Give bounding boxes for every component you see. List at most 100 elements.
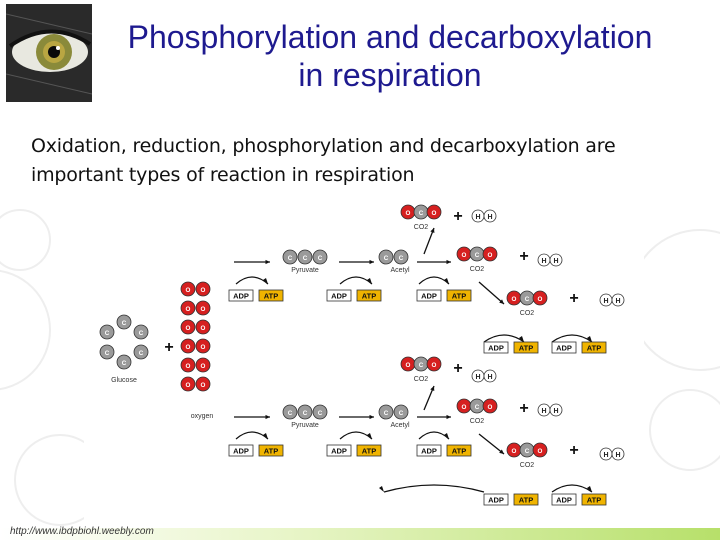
hydrogen-atom-symbol: H	[603, 452, 608, 459]
hydrogen-atom-symbol: H	[541, 258, 546, 265]
oxygen-atom-symbol: O	[406, 210, 411, 217]
oxygen-molecule-atom-symbol: O	[201, 363, 206, 370]
title-line-1: Phosphorylation and decarboxylation	[127, 19, 653, 55]
carbon-atom-symbol: C	[318, 255, 323, 262]
atp-box	[258, 289, 284, 302]
hydrogen-atom-symbol: H	[475, 214, 480, 221]
energy-curve-arrow	[483, 334, 525, 343]
carbon-atom-symbol: C	[399, 255, 404, 262]
energy-curve-arrow	[235, 431, 269, 440]
reaction-arrow	[478, 433, 505, 455]
body-text: Oxidation, reduction, phosphorylation an…	[31, 135, 616, 186]
oxygen-atom-symbol: O	[406, 362, 411, 369]
glucose-carbon-atom-symbol: C	[139, 350, 144, 357]
atp-label: ATP	[519, 344, 533, 353]
carbon-atom-symbol: C	[399, 410, 404, 417]
atp-label: ATP	[587, 496, 601, 505]
arrow-head	[519, 336, 524, 342]
hydrogen-atom-symbol: H	[541, 408, 546, 415]
oxygen-molecule-atom-symbol: O	[201, 306, 206, 313]
adp-box	[228, 289, 254, 302]
oxygen-molecule-atom-symbol: O	[186, 382, 191, 389]
carbon-atom-symbol: C	[525, 448, 530, 455]
arrow-head	[379, 486, 384, 492]
pyruvate-label: Pyruvate	[291, 422, 319, 429]
footer-url: http://www.ibdpbiohl.weebly.com	[10, 526, 154, 537]
adp-box	[483, 493, 509, 506]
hydrogen-atom-symbol: H	[603, 298, 608, 305]
carbon-atom	[393, 249, 409, 265]
carbon-atom	[297, 249, 313, 265]
carbon-atom-symbol: C	[288, 410, 293, 417]
oxygen-molecule-atom-symbol: O	[201, 344, 206, 351]
oxygen-molecule-atom	[180, 300, 196, 316]
hydrogen-atom	[549, 403, 563, 417]
adp-label: ADP	[331, 447, 347, 456]
adp-label: ADP	[488, 344, 504, 353]
arrow-head	[369, 259, 374, 265]
oxygen-molecule-atom	[180, 376, 196, 392]
plus-sign: +	[519, 248, 528, 265]
carbon-atom	[378, 249, 394, 265]
atp-label: ATP	[587, 344, 601, 353]
hydrogen-atom-symbol: H	[553, 258, 558, 265]
eye-image	[6, 4, 92, 102]
hydrogen-atom-symbol: H	[487, 374, 492, 381]
carbon-atom-symbol: C	[475, 404, 480, 411]
oxygen-atom-symbol: O	[512, 296, 517, 303]
co2-label: CO2	[520, 310, 535, 317]
glucose-carbon-atom	[99, 324, 115, 340]
energy-curve-arrow	[418, 276, 450, 285]
arrow-head	[446, 259, 451, 265]
hydrogen-atom-symbol: H	[615, 452, 620, 459]
atp-box	[446, 289, 472, 302]
oxygen-atom-symbol: O	[538, 448, 543, 455]
hydrogen-atom-symbol: H	[487, 214, 492, 221]
adp-label: ADP	[233, 292, 249, 301]
adp-label: ADP	[556, 344, 572, 353]
oxygen-atom-symbol: O	[488, 252, 493, 259]
arrow-head	[587, 486, 592, 492]
carbon-atom	[297, 404, 313, 420]
oxygen-molecule-atom-symbol: O	[201, 382, 206, 389]
oxygen-atom	[426, 356, 442, 372]
carbon-atom-symbol: C	[303, 255, 308, 262]
arrow-head	[265, 414, 270, 420]
glucose-carbon-atom	[116, 354, 132, 370]
oxygen-atom-symbol: O	[488, 404, 493, 411]
carbon-atom	[282, 404, 298, 420]
plus-sign: +	[519, 400, 528, 417]
hydrogen-atom	[483, 209, 497, 223]
oxygen-molecule-atom-symbol: O	[186, 325, 191, 332]
carbon-atom-symbol: C	[318, 410, 323, 417]
atp-label: ATP	[362, 447, 376, 456]
oxygen-molecule-atom-symbol: O	[186, 306, 191, 313]
arrow-head	[444, 433, 449, 439]
atp-box	[513, 493, 539, 506]
energy-curve-arrow	[235, 276, 269, 285]
oxygen-atom-symbol: O	[462, 404, 467, 411]
glucose-carbon-atom-symbol: C	[139, 330, 144, 337]
energy-curve-arrow	[418, 431, 450, 440]
carbon-atom	[393, 404, 409, 420]
oxygen-molecule-atom	[195, 319, 211, 335]
pyruvate-label: Pyruvate	[291, 267, 319, 274]
carbon-atom	[312, 249, 328, 265]
oxygen-atom-symbol: O	[432, 362, 437, 369]
arrow-head	[446, 414, 451, 420]
carbon-atom-symbol: C	[475, 252, 480, 259]
arrow-head	[369, 414, 374, 420]
co2-label: CO2	[414, 376, 429, 383]
oxygen-molecule-atom-symbol: O	[186, 287, 191, 294]
atp-label: ATP	[264, 292, 278, 301]
hydrogen-atom	[611, 447, 625, 461]
plus-sign: +	[453, 208, 462, 225]
atp-label: ATP	[362, 292, 376, 301]
oxygen-molecule-atom-symbol: O	[186, 363, 191, 370]
atp-box	[446, 444, 472, 457]
glucose-carbon-atom	[116, 314, 132, 330]
adp-box	[551, 341, 577, 354]
carbon-atom-symbol: C	[384, 255, 389, 262]
atp-box	[581, 493, 607, 506]
adp-label: ADP	[556, 496, 572, 505]
